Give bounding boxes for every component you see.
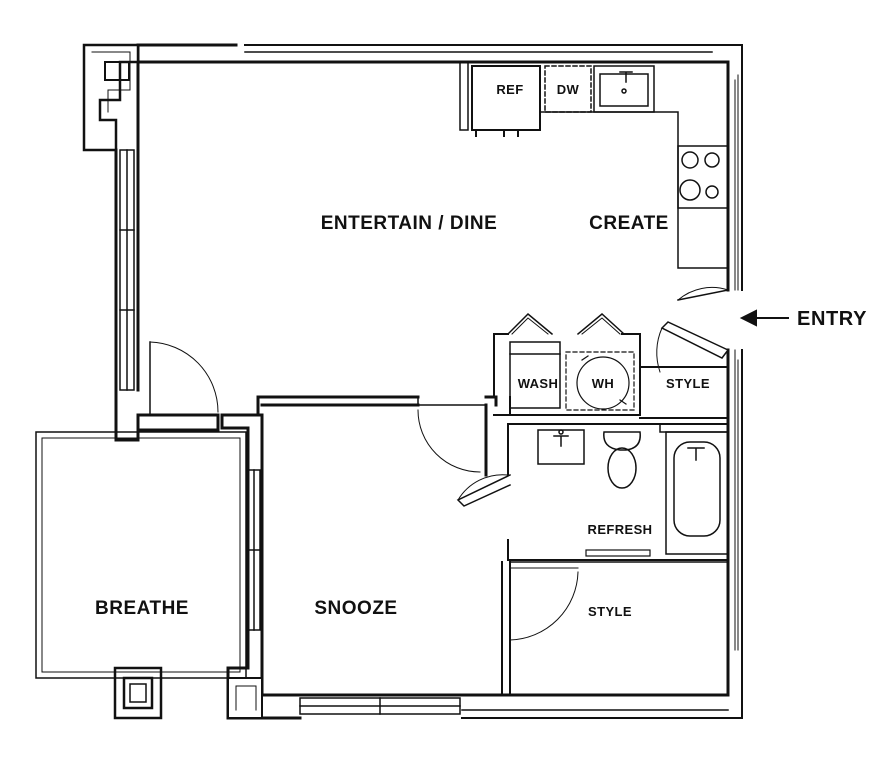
range-stove xyxy=(677,145,729,209)
window-porch xyxy=(247,469,261,631)
washer xyxy=(509,341,561,409)
corner-post-bottom-mid xyxy=(227,677,263,719)
bathtub xyxy=(665,431,729,555)
room-label-style-entry: STYLE xyxy=(666,376,710,391)
window-left xyxy=(119,149,135,391)
exterior-walls xyxy=(114,43,743,720)
fixture-label-dishwasher: DW xyxy=(557,82,580,97)
bathroom-walls xyxy=(507,423,729,563)
fixture-label-water-heater: WH xyxy=(592,376,614,391)
entry-door xyxy=(656,286,730,373)
style-closet-entry xyxy=(639,366,729,419)
toilet xyxy=(603,431,641,489)
living-door xyxy=(149,341,219,416)
corner-post-top-left xyxy=(82,43,140,152)
window-bottom xyxy=(299,697,461,715)
porch-outline xyxy=(35,431,247,679)
bathroom-sink xyxy=(537,429,585,465)
room-label-entertain-dine: ENTERTAIN / DINE xyxy=(321,213,498,234)
fixture-label-washer: WASH xyxy=(518,376,559,391)
room-label-create: CREATE xyxy=(589,213,669,234)
snooze-door xyxy=(417,396,487,473)
water-heater xyxy=(565,351,635,411)
corner-post-bottom xyxy=(113,666,163,720)
dishwasher xyxy=(544,65,592,113)
room-label-breathe: BREATHE xyxy=(95,598,189,619)
kitchen-sink xyxy=(593,65,655,113)
refrigerator xyxy=(471,65,541,137)
entry-label: ENTRY xyxy=(797,308,867,330)
room-label-refresh: REFRESH xyxy=(588,522,653,537)
room-label-style-bedroom: STYLE xyxy=(588,604,632,619)
entry-arrow xyxy=(739,309,789,327)
fixture-label-refrigerator: REF xyxy=(496,82,523,97)
bedroom-closet xyxy=(501,561,579,696)
room-label-snooze: SNOOZE xyxy=(314,598,397,619)
laundry-closet xyxy=(493,312,641,416)
bathroom-door xyxy=(456,473,651,557)
